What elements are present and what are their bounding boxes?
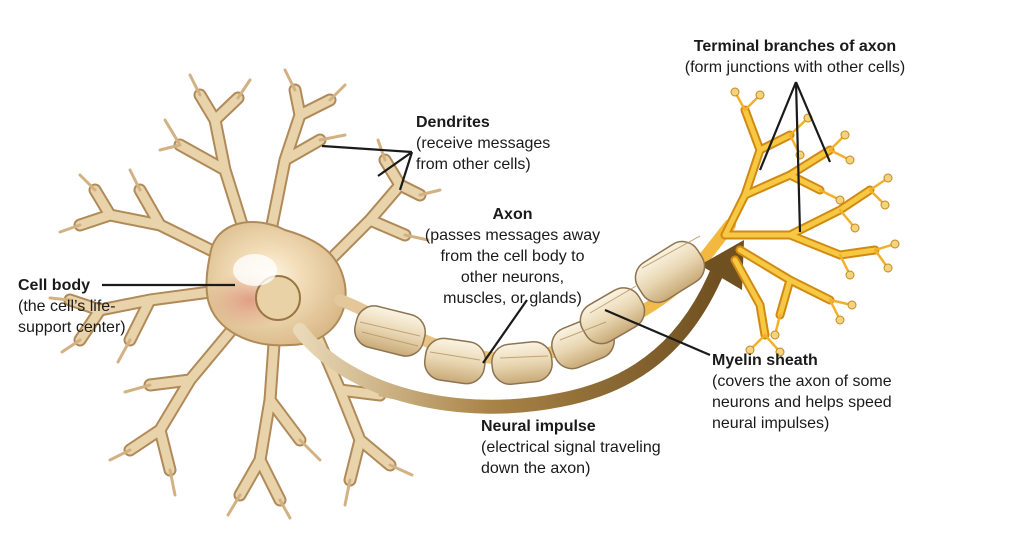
terminal-branches bbox=[720, 87, 900, 357]
cell-body-title: Cell body bbox=[18, 277, 91, 294]
myelin-desc: (covers the axon of some neurons and hel… bbox=[712, 373, 892, 432]
cell-body-shape bbox=[205, 221, 347, 347]
label-neural-impulse: Neural impulse (electrical signal travel… bbox=[481, 416, 661, 479]
impulse-desc: (electrical signal traveling down the ax… bbox=[481, 439, 661, 477]
terminal-desc: (form junctions with other cells) bbox=[684, 59, 906, 76]
label-terminal-branches: Terminal branches of axon (form junction… bbox=[640, 36, 950, 78]
dendrites bbox=[48, 68, 442, 520]
axon-desc: (passes messages away from the cell body… bbox=[424, 227, 601, 307]
cell-body-desc: (the cell’s life- support center) bbox=[18, 298, 126, 336]
label-dendrites: Dendrites (receive messages from other c… bbox=[416, 112, 550, 175]
axon-title: Axon bbox=[492, 206, 533, 223]
label-axon: Axon (passes messages away from the cell… bbox=[400, 204, 625, 309]
leader-lines bbox=[102, 81, 832, 364]
label-myelin-sheath: Myelin sheath (covers the axon of some n… bbox=[712, 350, 892, 434]
dendrites-desc: (receive messages from other cells) bbox=[416, 135, 551, 173]
leader-myelin bbox=[604, 308, 711, 357]
label-cell-body: Cell body (the cell’s life- support cent… bbox=[18, 275, 126, 338]
terminal-title: Terminal branches of axon bbox=[693, 38, 897, 55]
neural-impulse-arrow bbox=[293, 240, 744, 414]
impulse-title: Neural impulse bbox=[481, 418, 596, 435]
leader-axon bbox=[482, 299, 528, 364]
leader-terminal bbox=[758, 81, 832, 233]
leader-dendrites bbox=[321, 144, 414, 191]
myelin-title: Myelin sheath bbox=[712, 352, 818, 369]
myelin-sheath bbox=[354, 240, 706, 385]
dendrites-title: Dendrites bbox=[416, 114, 490, 131]
nucleus bbox=[255, 275, 301, 321]
